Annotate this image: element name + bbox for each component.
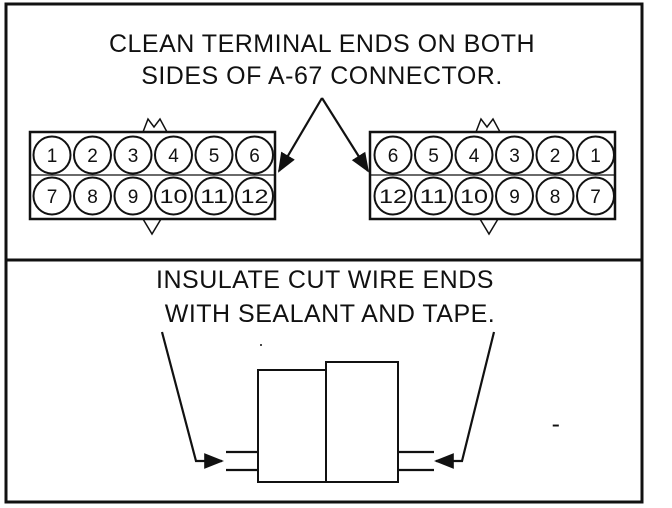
terminal-pin-number: 11 (200, 187, 228, 208)
left-connector-top-key (142, 117, 168, 133)
terminal-pin-number: 5 (209, 146, 220, 167)
terminal-pin (576, 176, 615, 216)
terminal-pin (194, 135, 234, 175)
terminal-pin (414, 135, 453, 175)
terminal-pin (576, 135, 615, 175)
terminal-pin-number: 6 (249, 146, 260, 167)
right-connector: 6 5 4 3 2 1 12 11 10 9 8 7 (368, 117, 617, 236)
right-connector-bottom-row: 12 11 10 9 8 7 (373, 176, 615, 216)
left-connector-bottom-key (142, 218, 162, 236)
terminal-pin-number: 11 (420, 187, 448, 208)
terminal-pin-number: 1 (47, 146, 58, 167)
terminal-pin (32, 176, 72, 216)
right-connector-top-row: 6 5 4 3 2 1 (373, 135, 615, 175)
terminal-pin-number: 10 (160, 187, 188, 208)
terminal-pin-number: 12 (379, 187, 407, 208)
terminal-pin (373, 176, 413, 216)
terminal-pin (373, 135, 413, 175)
terminal-pin-number: 8 (87, 187, 98, 208)
terminal-pin (535, 176, 575, 216)
terminal-pin-number: 5 (428, 146, 439, 167)
arrow-to-left-connector (277, 97, 323, 173)
left-connector-bottom-row: 7 8 9 10 11 12 (32, 176, 274, 216)
terminal-pin (73, 176, 112, 216)
terminal-pin (495, 135, 534, 175)
terminal-pin-number: 7 (47, 187, 58, 208)
terminal-pin (495, 176, 534, 216)
terminal-pin-number: 2 (550, 146, 561, 167)
terminal-pin (535, 135, 575, 175)
terminal-pin (32, 135, 72, 175)
terminal-pin (235, 135, 274, 175)
terminal-pin-number: 8 (550, 187, 561, 208)
bottom-caption-line-1: INSULATE CUT WIRE ENDS (156, 266, 494, 294)
terminal-pin (154, 135, 193, 175)
terminal-pin-number: 9 (509, 187, 520, 208)
terminal-pin-number: 6 (388, 146, 399, 167)
terminal-pin-number: 4 (168, 146, 179, 167)
terminal-pin (454, 135, 494, 175)
arrow-to-right-connector (321, 97, 370, 173)
terminal-pin-number: 1 (590, 146, 601, 167)
scan-speck (260, 344, 262, 346)
sealant-sleeve-left (257, 369, 329, 483)
right-connector-bottom-key (479, 218, 499, 236)
wire-splice (226, 361, 434, 483)
terminal-pin-number: 2 (87, 146, 98, 167)
terminal-pin-number: 4 (469, 146, 480, 167)
terminal-pin-number: 12 (241, 187, 269, 208)
terminal-pin (194, 176, 234, 216)
stray-dash-mark: - (552, 410, 561, 438)
terminal-pin (113, 176, 153, 216)
bottom-caption-line-2: WITH SEALANT AND TAPE. (165, 300, 496, 328)
terminal-pin (73, 135, 112, 175)
outer-frame (4, 2, 644, 504)
right-connector-top-key (475, 117, 501, 133)
arrow-to-right-wire-end (434, 331, 496, 469)
terminal-pin (154, 176, 193, 216)
terminal-pin-number: 7 (590, 187, 601, 208)
top-caption-line-1: CLEAN TERMINAL ENDS ON BOTH (109, 30, 535, 58)
terminal-pin (414, 176, 453, 216)
terminal-pin-number: 10 (460, 187, 488, 208)
top-caption-line-2: SIDES OF A-67 CONNECTOR. (141, 62, 503, 90)
terminal-pin-number: 3 (128, 146, 139, 167)
terminal-pin (235, 176, 274, 216)
terminal-pin (454, 176, 494, 216)
terminal-pin (113, 135, 153, 175)
terminal-pin-number: 9 (128, 187, 139, 208)
arrow-to-left-wire-end (160, 331, 224, 469)
terminal-pin-number: 3 (509, 146, 520, 167)
left-connector-top-row: 1 2 3 4 5 6 (32, 135, 274, 175)
sealant-sleeve-right (325, 361, 399, 483)
